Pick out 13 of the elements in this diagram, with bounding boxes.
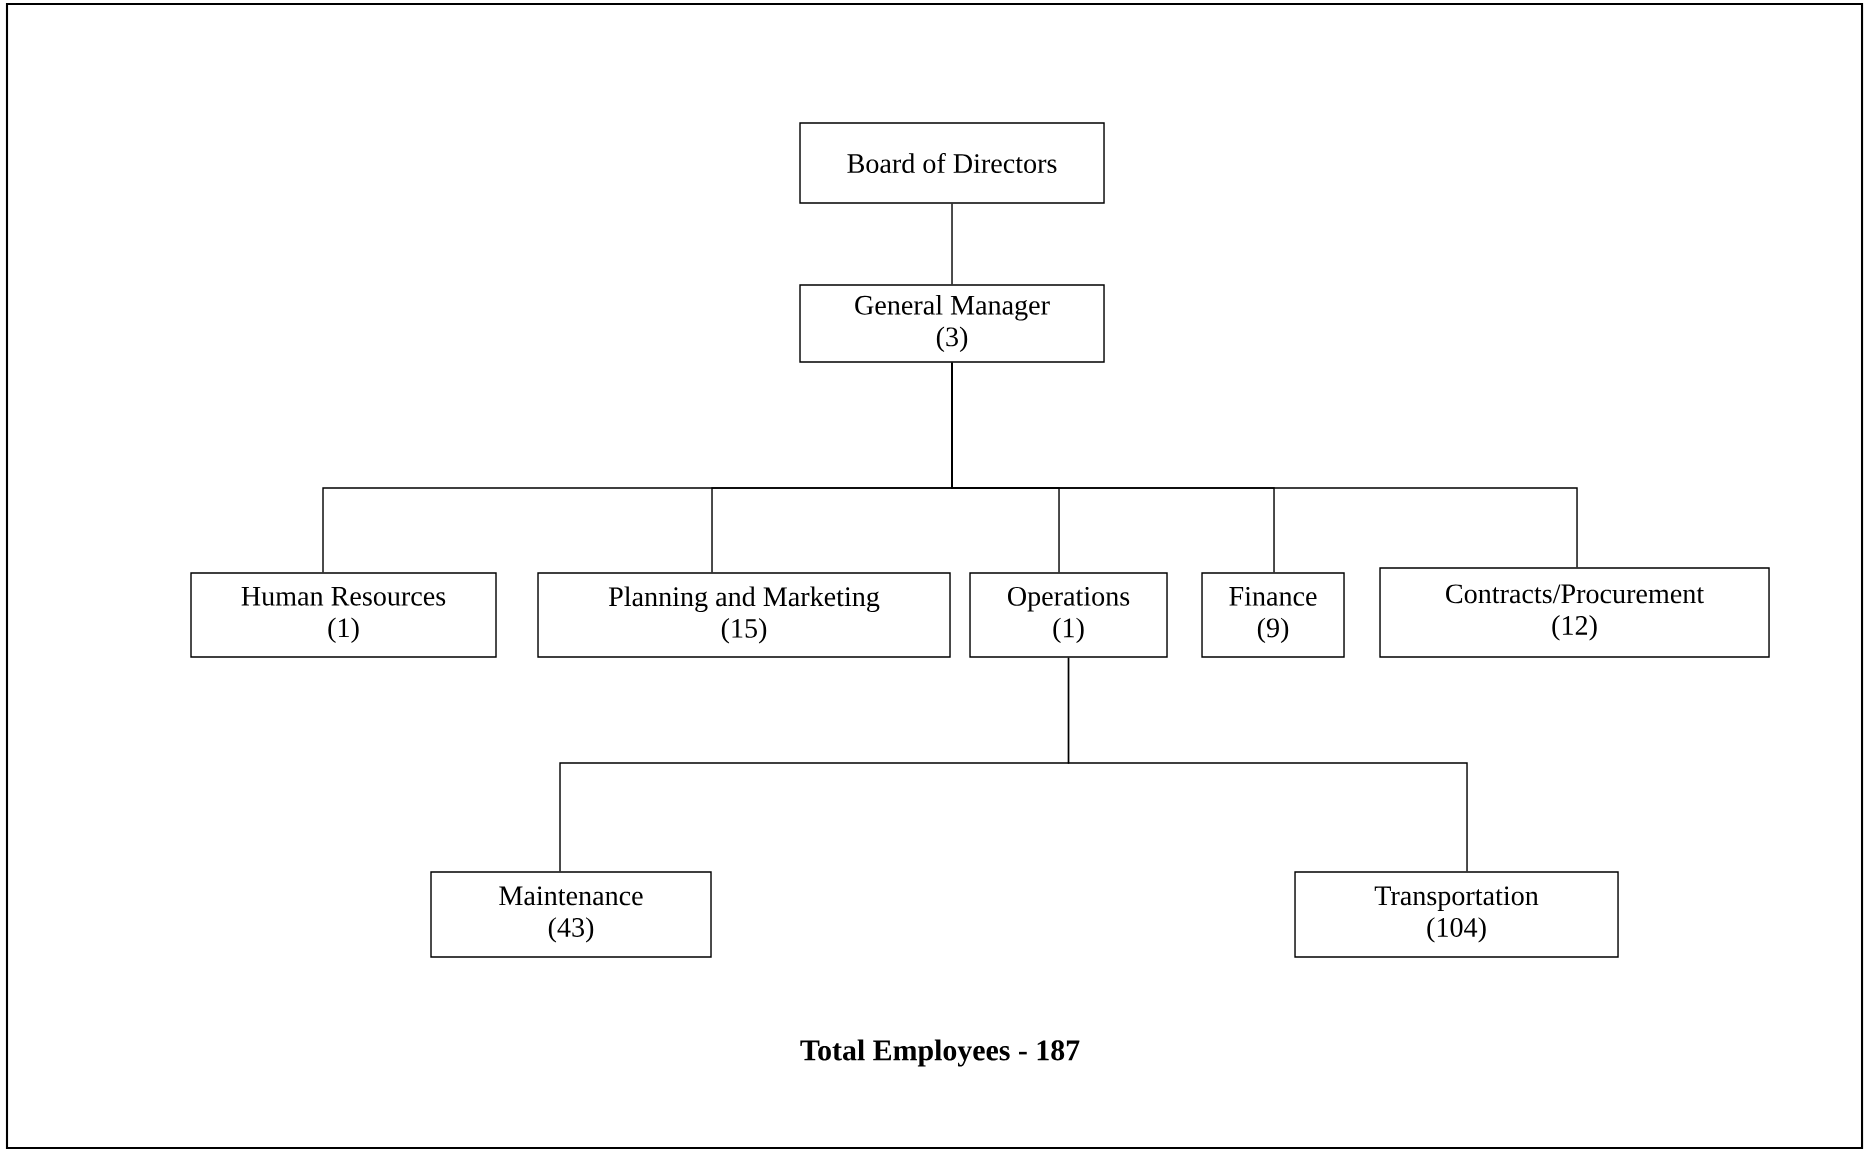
org-box: Contracts/Procurement (12) — [1379, 567, 1770, 658]
org-box: Planning and Marketing (15) — [537, 572, 951, 658]
connector-line — [1067, 657, 1468, 872]
total-note: Total Employees - 187 — [800, 1039, 1080, 1067]
org-box: Transportation (104) — [1294, 871, 1619, 958]
org-box: General Manager (3) — [799, 284, 1105, 363]
connector-line — [951, 362, 1578, 568]
org-box: Operations (1) — [969, 572, 1168, 658]
org-box: Board of Directors — [799, 122, 1105, 204]
org-box: Maintenance (43) — [430, 871, 712, 958]
org-box: Finance (9) — [1201, 572, 1345, 658]
org-box: Human Resources (1) — [190, 572, 497, 658]
connector-line — [951, 203, 953, 285]
